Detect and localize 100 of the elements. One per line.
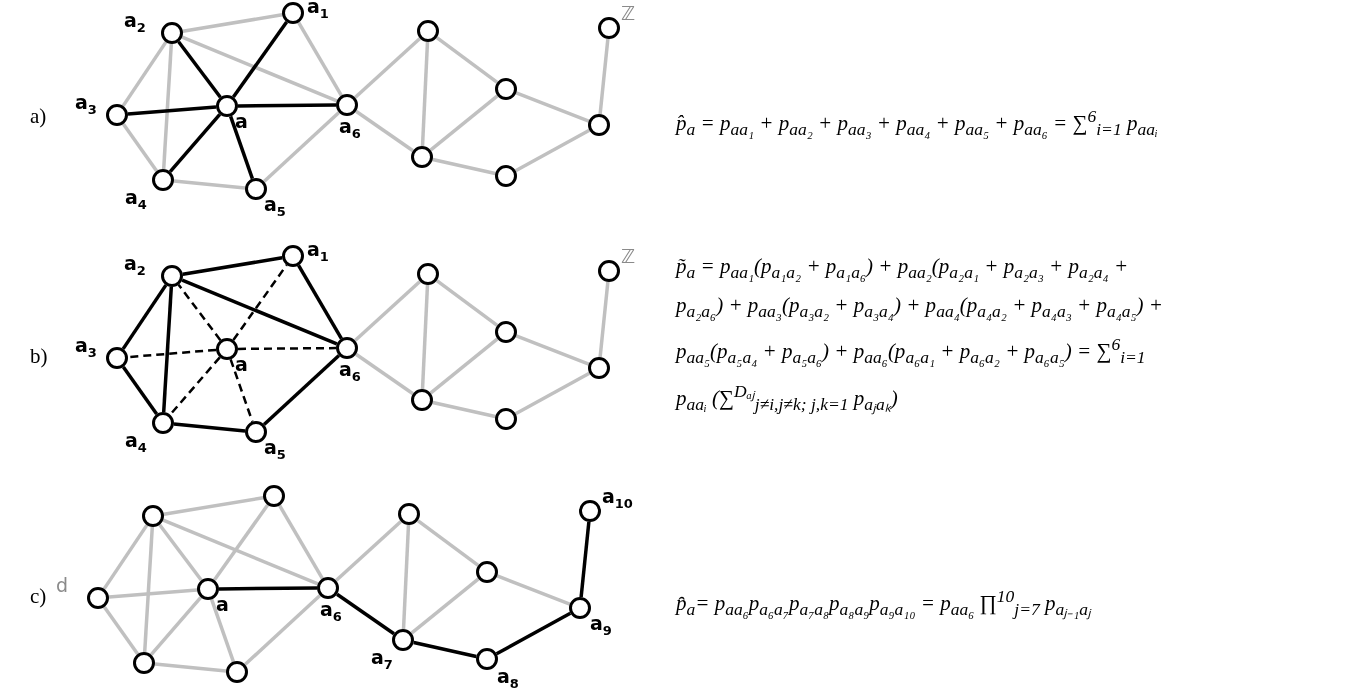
node-circle <box>142 505 164 527</box>
node-label: a <box>235 353 248 375</box>
graph-edge <box>336 592 395 636</box>
graph-edge <box>432 400 496 419</box>
node-circle <box>476 561 498 583</box>
node-circle <box>161 22 183 44</box>
node-label: a$_{10}$ <box>602 485 633 513</box>
node-label: a$_{3}$ <box>75 334 97 362</box>
node-circle <box>226 661 248 683</box>
node-label: ℤ <box>621 245 636 267</box>
graph-edge <box>161 286 174 413</box>
graph-edge <box>127 105 217 116</box>
node-label: a$_{1}$ <box>307 238 329 266</box>
node-circle <box>245 178 267 200</box>
panel-letter: b) <box>30 344 48 369</box>
graph-edge <box>182 256 283 276</box>
node-circle <box>152 412 174 434</box>
graph-edge <box>355 352 414 396</box>
graph-edge <box>228 115 255 180</box>
graph-edge <box>353 280 422 342</box>
graph-edge <box>121 284 168 350</box>
node-label: a$_{6}$ <box>339 358 361 386</box>
node-circle <box>495 321 517 343</box>
formula: p̂$_{a}$ = p$_{aa₁}$ + p$_{aa₂}$ + p$_{aa₃}$ + p$_{aa₄}$ + p$_{aa₅}$ + p$_{aa₆}$ = ∑$^{6}$$_{i=1}$ p$_{aaᵢ}$ <box>676 105 1159 142</box>
node-circle <box>336 94 358 116</box>
node-circle <box>495 165 517 187</box>
graph-edge <box>231 20 289 99</box>
graph-edge <box>173 422 246 433</box>
graph-edge <box>142 526 155 653</box>
node-label: a$_{6}$ <box>320 598 342 626</box>
node-circle <box>282 245 304 267</box>
node-circle <box>106 104 128 126</box>
graph-edge <box>435 36 499 84</box>
node-circle <box>598 260 620 282</box>
graph-edge <box>177 40 222 99</box>
graph-edge <box>598 38 610 115</box>
node-circle <box>598 17 620 39</box>
dashed-edge <box>177 284 222 341</box>
graph-edge <box>278 504 324 580</box>
graph-edge <box>102 605 140 656</box>
graph-edge <box>181 35 338 103</box>
node-circle <box>161 265 183 287</box>
graph-edge <box>429 94 499 152</box>
dashed-edge <box>238 346 336 351</box>
graph-edge <box>416 519 480 567</box>
graph-edge <box>209 598 236 663</box>
graph-edge <box>410 577 480 635</box>
graph-edge <box>154 662 227 673</box>
graph-edge <box>579 521 591 598</box>
node-label: a <box>216 593 229 615</box>
node-label: a$_{9}$ <box>590 612 612 640</box>
node-label: a$_{6}$ <box>339 115 361 143</box>
graph-edge <box>121 41 168 107</box>
node-circle <box>106 347 128 369</box>
node-circle <box>282 2 304 24</box>
node-label: a$_{8}$ <box>497 665 519 692</box>
node-circle <box>336 337 358 359</box>
node-circle <box>588 114 610 136</box>
node-circle <box>216 338 238 360</box>
node-circle <box>579 500 601 522</box>
node-label: a$_{1}$ <box>307 0 329 23</box>
node-circle <box>417 20 439 42</box>
node-circle <box>411 389 433 411</box>
graph-edge <box>401 524 411 630</box>
node-circle <box>476 648 498 670</box>
graph-edge <box>102 524 149 590</box>
node-circle <box>216 95 238 117</box>
node-circle <box>398 503 420 525</box>
node-circle <box>411 146 433 168</box>
dashed-edge <box>169 356 221 416</box>
graph-edge <box>420 41 430 147</box>
graph-edge <box>161 43 174 170</box>
graph-edge <box>163 496 264 516</box>
panel-letter: a) <box>30 104 47 129</box>
node-label: a$_{2}$ <box>124 252 146 280</box>
graph-edge <box>168 113 222 173</box>
graph-edge <box>173 179 246 190</box>
node-label: a$_{2}$ <box>124 9 146 37</box>
graph-edge <box>598 281 610 358</box>
node-circle <box>392 629 414 651</box>
node-circle <box>569 597 591 619</box>
graph-edge <box>243 594 322 666</box>
graph-edge <box>353 37 422 99</box>
graph-edge <box>212 503 270 582</box>
graph-edge <box>262 354 341 426</box>
node-circle <box>495 408 517 430</box>
node-circle <box>87 587 109 609</box>
node-label: a$_{4}$ <box>125 186 147 214</box>
graph-edge <box>121 365 159 416</box>
node-label: a$_{7}$ <box>371 646 393 674</box>
graph-edge <box>435 279 499 327</box>
node-label: a$_{5}$ <box>264 193 286 221</box>
graph-edge <box>514 128 591 173</box>
graph-edge <box>432 157 496 176</box>
graph-edge <box>238 103 336 108</box>
node-label: d <box>56 574 69 596</box>
node-circle <box>197 578 219 600</box>
graph-edge <box>297 264 343 340</box>
graph-edge <box>355 109 414 153</box>
node-circle <box>588 357 610 379</box>
